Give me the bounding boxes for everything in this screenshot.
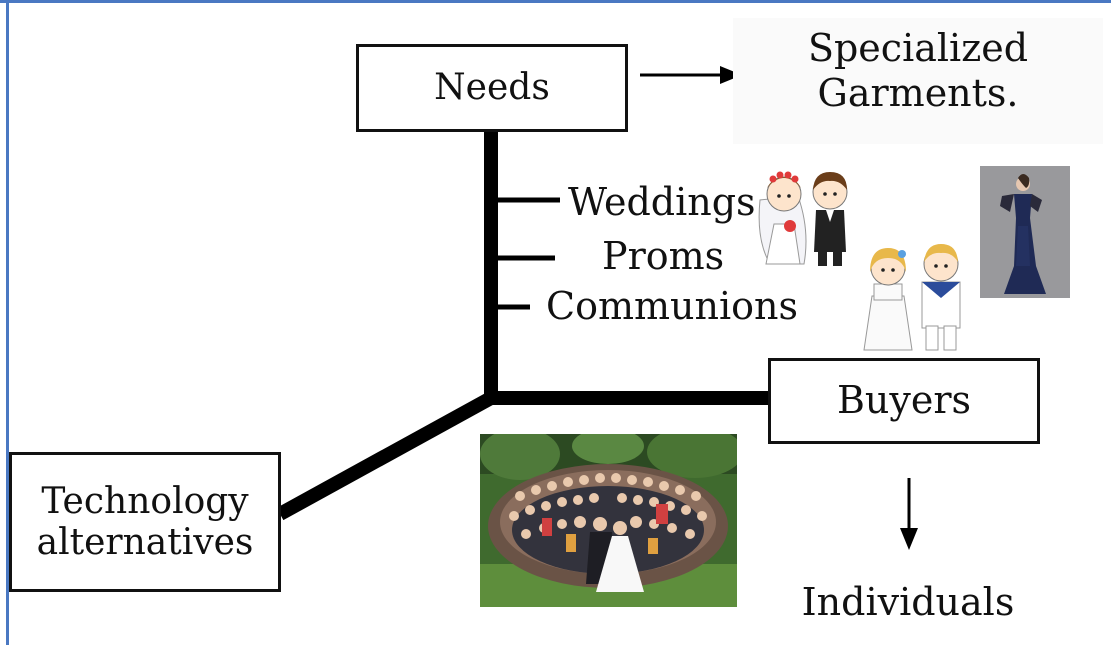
occasion-weddings: Weddings bbox=[568, 180, 756, 224]
frame-border-top bbox=[0, 0, 1111, 3]
individuals-label: Individuals bbox=[801, 580, 1015, 624]
needs-box: Needs bbox=[356, 44, 628, 132]
specialized-garments-label: Specialized Garments. bbox=[733, 26, 1103, 116]
buyers-label: Buyers bbox=[836, 378, 972, 423]
technology-branch bbox=[276, 391, 495, 521]
occasion-communions: Communions bbox=[546, 284, 798, 328]
occasion-proms: Proms bbox=[602, 234, 725, 278]
arrow-right-icon bbox=[640, 66, 742, 84]
technology-line-2: alternatives bbox=[36, 522, 254, 563]
arrow-down-icon bbox=[900, 478, 918, 550]
specialized-panel bbox=[733, 18, 1103, 144]
technology-line-1: Technology bbox=[41, 480, 249, 522]
needs-label: Needs bbox=[434, 67, 550, 109]
wedding-crowd-photo bbox=[480, 434, 737, 607]
specialized-line-2: Garments. bbox=[817, 70, 1019, 115]
technology-alternatives-box: Technology alternatives bbox=[9, 452, 281, 592]
wedding-couple-illustration bbox=[758, 171, 848, 266]
frame-border-left bbox=[6, 3, 9, 645]
communion-children-illustration bbox=[863, 244, 961, 351]
buyers-box: Buyers bbox=[768, 358, 1040, 444]
specialized-line-1: Specialized bbox=[807, 26, 1029, 70]
evening-gown-photo bbox=[980, 166, 1070, 298]
